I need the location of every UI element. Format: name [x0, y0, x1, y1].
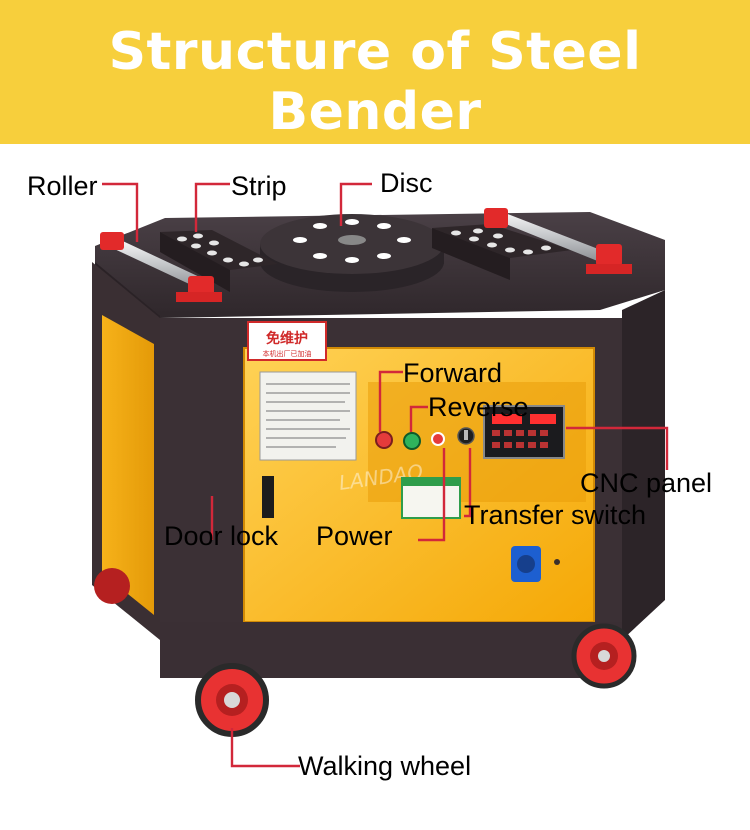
label-disc: Disc — [380, 168, 433, 198]
cnc-display — [483, 405, 565, 459]
rollers — [100, 208, 632, 302]
label-transfer-switch: Transfer switch — [464, 500, 647, 530]
label-forward: Forward — [403, 358, 503, 388]
label-strip: Strip — [231, 171, 287, 201]
label-power: Power — [316, 521, 393, 551]
label-reverse: Reverse — [428, 392, 529, 422]
label-door-lock: Door lock — [164, 521, 279, 551]
label-cnc-panel: CNC panel — [580, 468, 713, 498]
plate-subtext: 本机出厂已加油 — [263, 349, 312, 358]
page-title: Structure of Steel Bender — [108, 22, 642, 142]
title-banner: Structure of Steel Bender — [0, 0, 750, 144]
control-buttons — [375, 427, 475, 450]
leader-lines — [102, 182, 669, 768]
plate-text: 免维护 — [266, 330, 308, 347]
label-walking-wheel: Walking wheel — [298, 751, 472, 781]
disc — [260, 214, 444, 292]
label-roller: Roller — [27, 171, 98, 201]
